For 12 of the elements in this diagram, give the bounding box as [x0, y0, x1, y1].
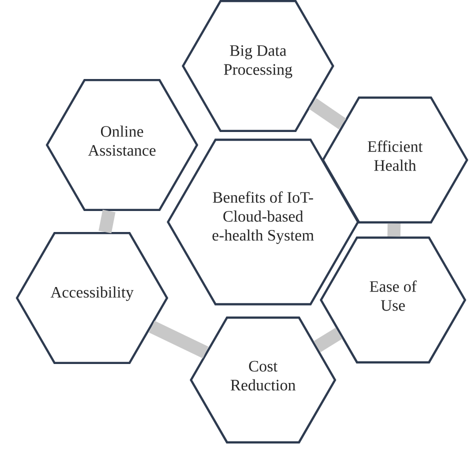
- hexagon: Ease of Use: [320, 236, 466, 364]
- hexagon: Benefits of IoT-Cloud-based e-health System: [166, 138, 360, 306]
- connector-band: [148, 320, 208, 358]
- connector-band: [308, 98, 346, 130]
- connector-band: [314, 328, 342, 352]
- connector-band: [98, 210, 116, 234]
- hexagon: Big Data Processing: [182, 0, 334, 132]
- hexagon: Cost Reduction: [190, 316, 336, 444]
- hexagon: Online Assistance: [46, 78, 198, 212]
- connector-band: [387, 223, 401, 237]
- hexagon: Accessibility: [16, 232, 168, 364]
- hexagon: Efficient Health: [322, 96, 468, 224]
